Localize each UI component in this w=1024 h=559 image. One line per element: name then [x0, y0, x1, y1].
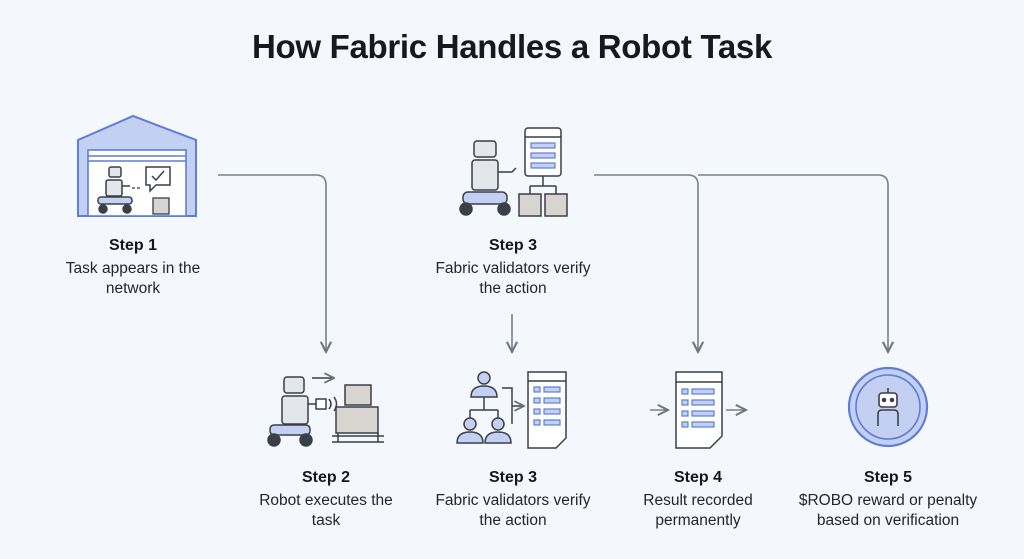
robot-icon: [97, 166, 133, 214]
step-label: Step 2: [301, 469, 350, 486]
step-description: $ROBO reward or penalty based on verific…: [798, 492, 978, 529]
step-3-bottom: Step 3 Fabric validators verify the acti…: [430, 468, 596, 531]
connectors: [218, 174, 888, 410]
ledger-icon: [675, 371, 723, 449]
step-description: Result recorded permanently: [643, 492, 753, 529]
robot-validator-icon: [459, 127, 568, 217]
step-3-top: Step 3 Fabric validators verify the acti…: [430, 236, 596, 299]
warehouse-icon: [77, 114, 197, 217]
step-description: Robot executes the task: [259, 492, 393, 529]
step-2: Step 2 Robot executes the task: [245, 468, 407, 531]
step-description: Fabric validators verify the action: [435, 260, 591, 297]
step-1: Step 1 Task appears in the network: [52, 236, 214, 299]
connector-step3-to-step5: [698, 174, 888, 352]
step-description: Task appears in the network: [65, 260, 201, 297]
robot-executing-icon: [267, 377, 384, 447]
step-5: Step 5 $ROBO reward or penalty based on …: [798, 468, 978, 531]
box-icon: [335, 406, 379, 434]
diagram-title: How Fabric Handles a Robot Task: [251, 28, 773, 65]
step-label: Step 4: [673, 469, 722, 486]
step-label: Step 3: [488, 469, 537, 486]
validators-group-icon: [456, 371, 567, 449]
box-icon: [152, 197, 170, 215]
robo-token-icon: [847, 366, 929, 448]
step-label: Step 1: [108, 237, 157, 254]
check-bubble-icon: [145, 166, 171, 193]
step-label: Step 3: [488, 237, 537, 254]
connector-step1-to-step2: [218, 174, 326, 352]
connector-step3-to-step4: [594, 174, 698, 352]
step-label: Step 5: [863, 469, 912, 486]
box-icon: [344, 384, 372, 406]
step-4: Step 4 Result recorded permanently: [622, 468, 774, 531]
step-description: Fabric validators verify the action: [435, 492, 591, 529]
